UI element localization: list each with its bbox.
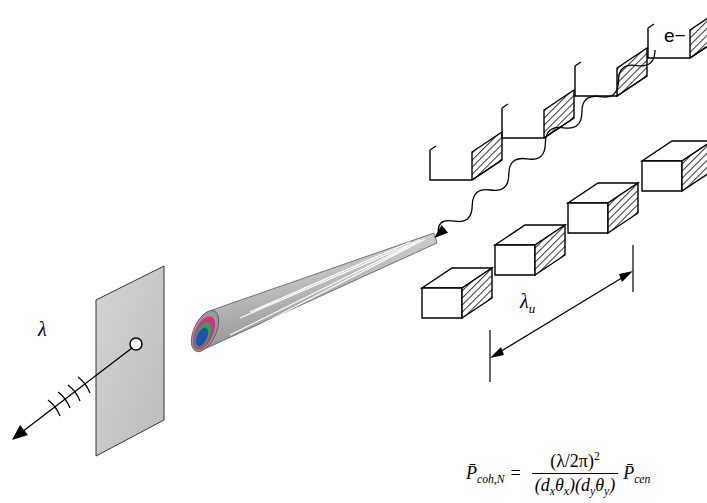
formula-term: ) <box>609 475 615 495</box>
formula-symbol: P̄ <box>466 463 477 483</box>
wavelength-label: λ <box>38 318 47 340</box>
lower-magnet <box>422 268 492 318</box>
formula-subscript: y <box>590 485 595 498</box>
formula-rhs: P̄cen <box>623 464 650 484</box>
formula-term: (λ/2π) <box>550 451 594 471</box>
electron-label: e− <box>664 26 686 47</box>
formula-term: θ <box>595 475 604 495</box>
upper-magnet <box>648 10 707 58</box>
formula-exponent: 2 <box>594 450 600 463</box>
formula-fraction: (λ/2π)2(dxθx)(dyθy) <box>532 452 618 496</box>
upper-magnet <box>502 90 574 138</box>
lower-magnet-row <box>422 141 707 318</box>
formula-subscript: y <box>604 485 609 498</box>
radiation-cone <box>186 233 437 356</box>
electron-trajectory <box>430 45 660 244</box>
formula-lhs: P̄coh,N <box>466 464 505 484</box>
coherent-radiation-arrow <box>12 348 132 440</box>
formula-term: θ <box>555 475 564 495</box>
lower-magnet <box>642 141 707 191</box>
coherent-power-formula: P̄coh,N=(λ/2π)2(dxθx)(dyθy)P̄cen <box>466 452 650 496</box>
period-label: λu <box>520 290 535 312</box>
lower-magnet <box>568 183 638 233</box>
formula-subscript: coh,N <box>477 473 505 486</box>
formula-equals: = <box>511 464 521 484</box>
upper-magnet <box>575 48 647 96</box>
formula-numerator: (λ/2π)2 <box>547 452 603 473</box>
upper-magnet-row <box>430 10 707 180</box>
period-subscript: u <box>529 301 536 316</box>
lower-magnet <box>495 225 565 275</box>
period-symbol: λ <box>520 290 529 312</box>
formula-subscript: cen <box>634 473 650 486</box>
formula-symbol: P̄ <box>623 463 634 483</box>
upper-magnet <box>430 132 502 180</box>
formula-subscript: x <box>564 485 569 498</box>
period-dimension <box>490 245 633 382</box>
formula-term: (d <box>535 475 550 495</box>
formula-term: )(d <box>569 475 590 495</box>
formula-subscript: x <box>550 485 555 498</box>
pinhole-screen <box>96 266 164 456</box>
formula-denominator: (dxθx)(dyθy) <box>532 473 618 496</box>
